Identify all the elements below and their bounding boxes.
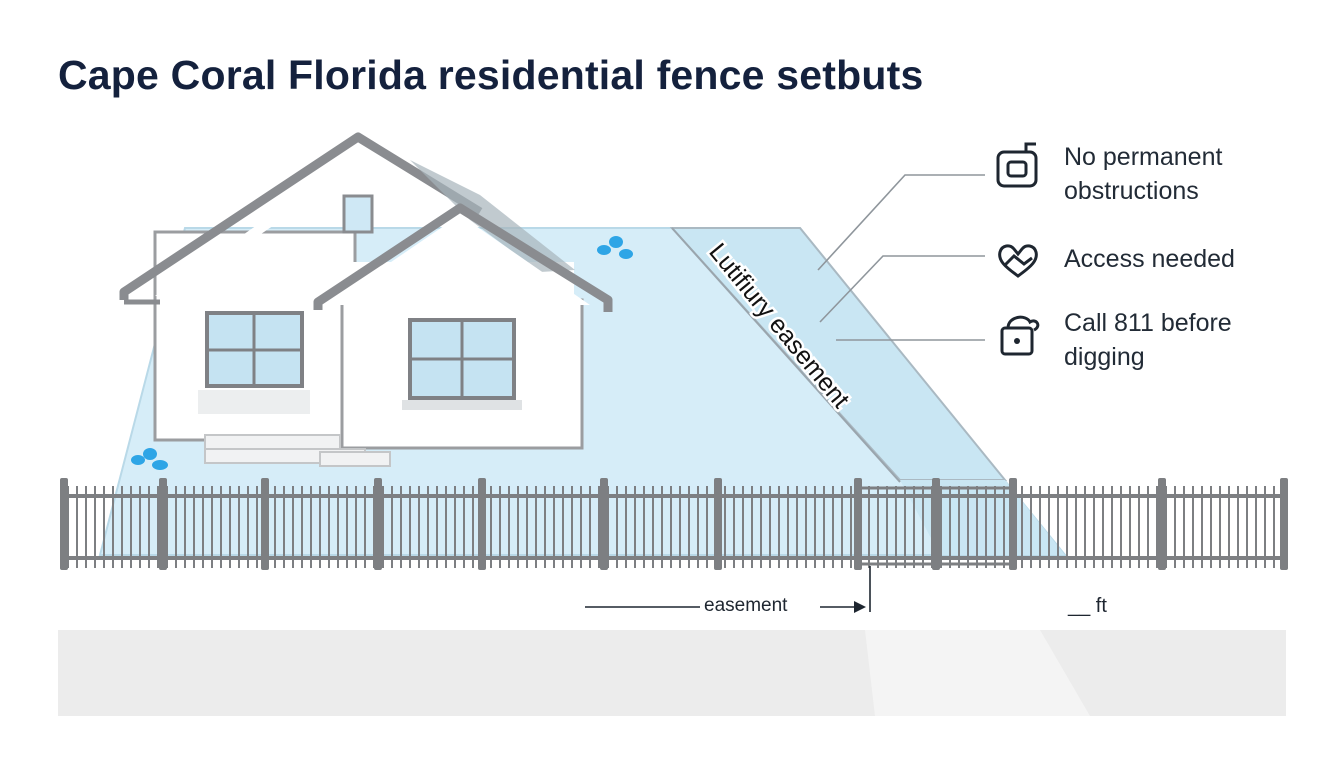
- fence-post: [478, 478, 486, 570]
- call-811-icon: [1000, 315, 1040, 356]
- legend-item-no-obstructions: No permanent obstructions: [992, 140, 1294, 208]
- roof-right: [313, 203, 613, 312]
- roof-left-fill: [155, 155, 480, 296]
- sidewalk-highlight: [865, 630, 1090, 716]
- attic-window: [342, 194, 374, 234]
- water-drops-icon: [597, 236, 633, 259]
- fence-post: [854, 478, 862, 570]
- legend-text-no-obstructions: No permanent obstructions: [1064, 143, 1223, 205]
- fence-post: [600, 478, 608, 570]
- water-drops-icon-2: [131, 448, 168, 470]
- no-obstruction-icon: [996, 142, 1038, 188]
- legend-item-access: Access needed: [992, 236, 1294, 288]
- legend-text-access: Access needed: [1064, 245, 1235, 273]
- roof-right-fill: [328, 215, 590, 305]
- front-steps: [204, 434, 391, 467]
- dimension-easement-label: easement: [704, 595, 788, 616]
- fence-post: [159, 478, 167, 570]
- fence-post: [261, 478, 269, 570]
- fence-post: [932, 478, 940, 570]
- fence-post: [1158, 478, 1166, 570]
- roof-left: [119, 132, 483, 300]
- house-window-left: [198, 311, 310, 414]
- sidewalk: [58, 630, 1286, 716]
- fence-post: [1280, 478, 1288, 570]
- house-window-right: [402, 318, 522, 410]
- fence-post: [60, 478, 68, 570]
- easement-dimension: [585, 566, 871, 613]
- page-title: Cape Coral Florida residential fence set…: [58, 52, 924, 98]
- fence-post: [374, 478, 382, 570]
- legend-text-call-811: Call 811 before digging: [1064, 309, 1232, 371]
- callout-lines: [817, 174, 985, 341]
- fence-post: [714, 478, 722, 570]
- legend-item-call-811: Call 811 before digging: [992, 306, 1294, 374]
- roof-shadow: [410, 160, 575, 272]
- fence: [60, 478, 1288, 570]
- easement-edge: [671, 227, 901, 483]
- access-icon: [998, 244, 1038, 278]
- fence-post: [1009, 478, 1017, 570]
- dimension-feet-label: __ ft: [1068, 595, 1107, 617]
